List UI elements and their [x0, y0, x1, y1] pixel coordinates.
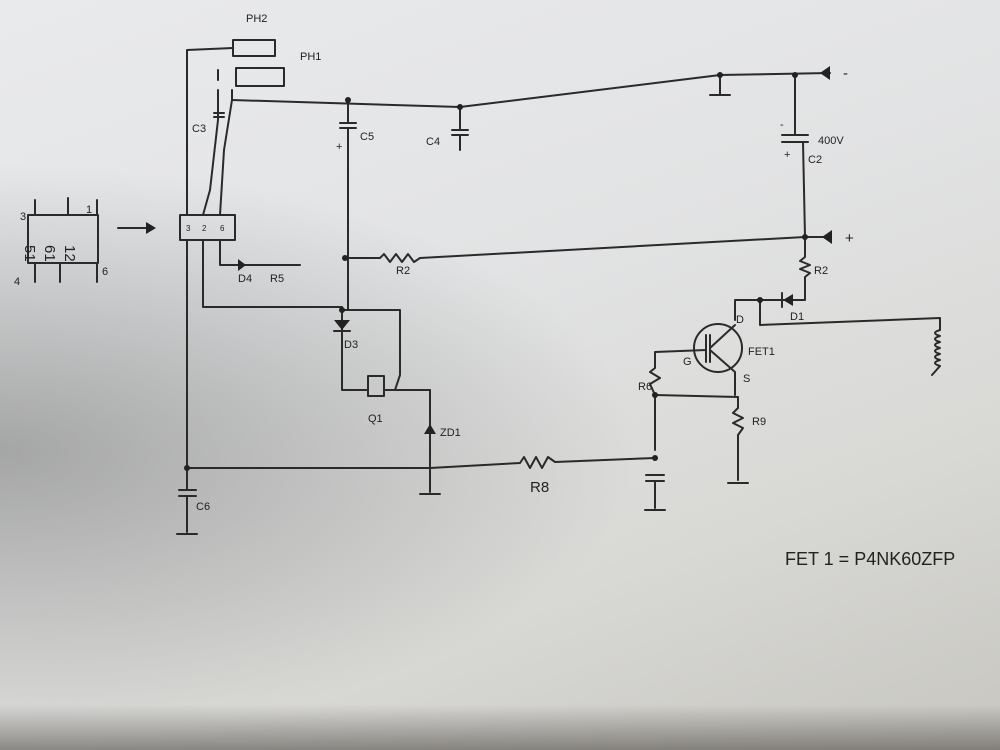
q1-label: Q1 — [368, 413, 383, 425]
chip-pin: 3 — [20, 211, 26, 223]
conn-pin: 3 — [186, 224, 191, 233]
minus-terminal: - — [843, 65, 848, 82]
r8-label: R8 — [530, 479, 549, 496]
optocoupler-ph2 — [232, 39, 276, 57]
ic-pinout: 3 1 4 6 12 61 51 — [14, 197, 108, 288]
junction-dots — [184, 72, 808, 471]
c2-label: C2 — [808, 154, 822, 166]
c3-label: C3 — [192, 123, 206, 135]
conn-pin: 6 — [220, 224, 225, 233]
drain-label: D — [736, 314, 744, 326]
fet-part-note: FET 1 = P4NK60ZFP — [785, 549, 955, 569]
c2-voltage: 400V — [818, 135, 844, 147]
d3-label: D3 — [344, 339, 358, 351]
gate-label: G — [683, 356, 692, 368]
connector: 3 2 6 — [179, 214, 236, 241]
c4-label: C4 — [426, 136, 440, 148]
optocoupler-ph1 — [235, 67, 285, 87]
chip-text: 61 — [41, 245, 58, 262]
chip-text: 12 — [61, 245, 78, 262]
source-label: S — [743, 373, 750, 385]
fet1-label: FET1 — [748, 346, 775, 358]
chip-pin: 1 — [86, 204, 92, 216]
d4-label: D4 — [238, 273, 252, 285]
cap-polarity: - — [780, 119, 784, 131]
r6-label: R6 — [638, 381, 652, 393]
q1-symbol — [367, 375, 385, 397]
ph1-label: PH1 — [300, 51, 321, 63]
chip-pin: 4 — [14, 276, 20, 288]
chip-pin: 6 — [102, 266, 108, 278]
conn-pin: 2 — [202, 224, 207, 233]
cap-polarity: + — [784, 149, 790, 161]
ph2-label: PH2 — [246, 13, 267, 25]
arrow — [117, 222, 156, 234]
chip-text: 51 — [21, 245, 38, 262]
r2-label: R2 — [814, 265, 828, 277]
zd1-label: ZD1 — [440, 427, 461, 439]
r9-label: R9 — [752, 416, 766, 428]
plus-terminal: + — [845, 230, 854, 247]
fet1-symbol — [693, 323, 743, 373]
r5-label: R5 — [270, 273, 284, 285]
c5-label: C5 — [360, 131, 374, 143]
coil — [931, 329, 941, 376]
cap-polarity: + — [336, 141, 342, 153]
d1-label: D1 — [790, 311, 804, 323]
r2-label: R2 — [396, 265, 410, 277]
c6-label: C6 — [196, 501, 210, 513]
